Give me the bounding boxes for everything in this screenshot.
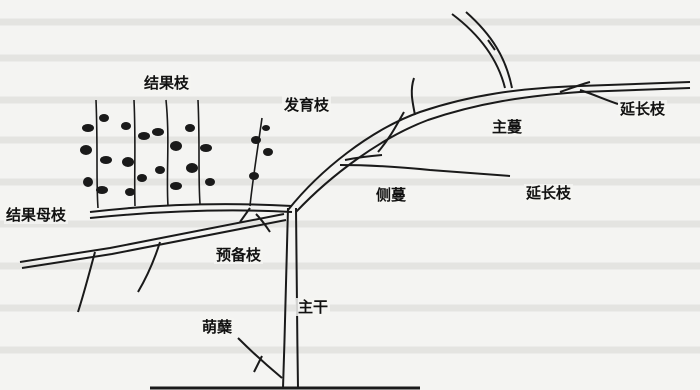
label-sucker: 萌蘖 bbox=[200, 318, 235, 336]
main-vine bbox=[287, 11, 691, 213]
background-texture bbox=[0, 18, 700, 354]
sucker bbox=[237, 337, 283, 379]
label-reserve-shoot: 预备枝 bbox=[214, 246, 264, 264]
label-developing-shoot: 发育枝 bbox=[282, 96, 332, 114]
label-fruiting-shoot: 结果枝 bbox=[142, 74, 192, 92]
fruiting-mother-shoot bbox=[89, 203, 293, 219]
fruiting-shoots bbox=[95, 99, 201, 209]
lateral-vine bbox=[339, 111, 511, 177]
shoot-leaves bbox=[80, 114, 215, 196]
label-fruiting-mother-shoot: 结果母枝 bbox=[4, 206, 69, 224]
label-main-trunk: 主干 bbox=[296, 298, 331, 316]
label-extension-shoot-mid: 延长枝 bbox=[524, 184, 574, 202]
label-extension-shoot-top: 延长枝 bbox=[618, 100, 668, 118]
label-lateral-vine: 侧蔓 bbox=[374, 186, 409, 204]
label-main-vine: 主蔓 bbox=[490, 118, 525, 136]
reserve-shoot bbox=[255, 213, 271, 233]
developing-shoot bbox=[249, 117, 273, 207]
